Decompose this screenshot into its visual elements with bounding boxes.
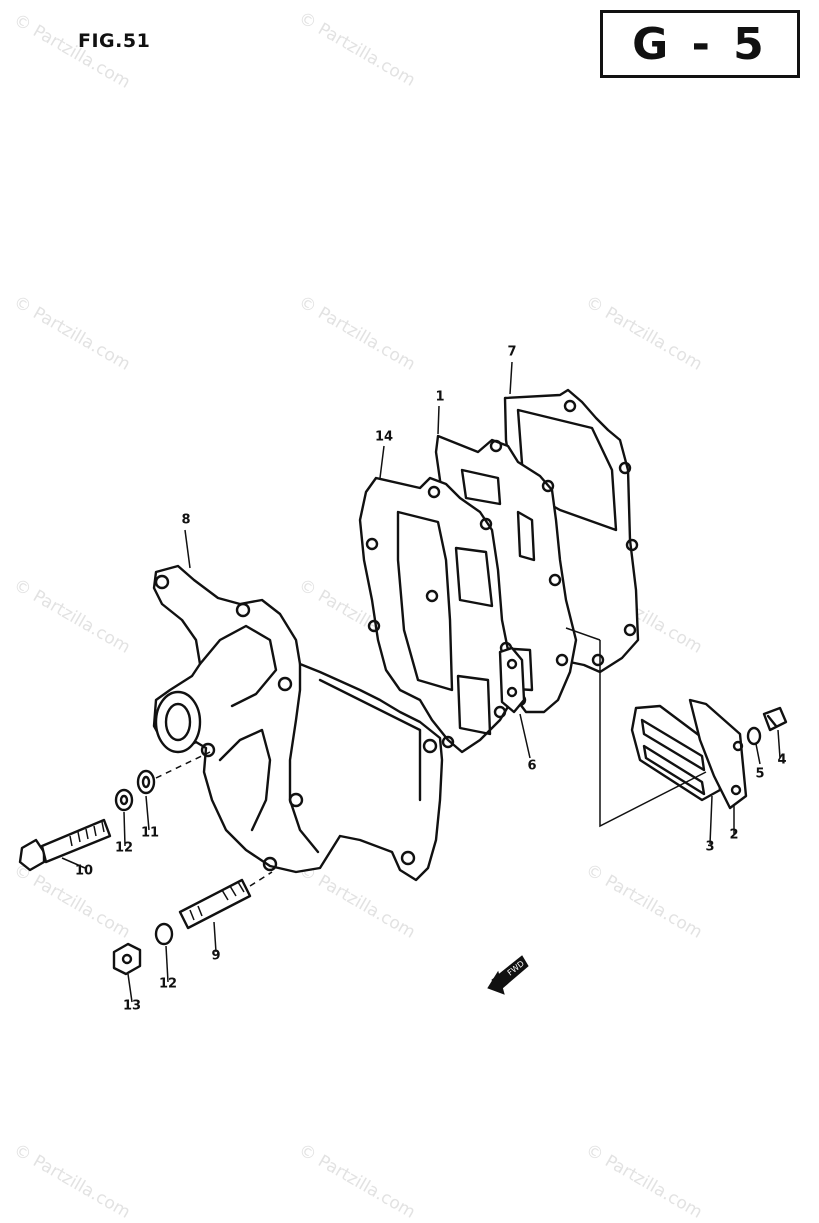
callout-8: 8	[181, 512, 191, 528]
stud-9	[178, 878, 252, 930]
stopper-6	[498, 646, 526, 714]
bolt-10	[18, 818, 112, 872]
intake-manifold-8	[152, 564, 444, 882]
figure-label: FIG.51	[78, 30, 151, 52]
callout-4: 4	[777, 752, 787, 768]
washer-5	[746, 726, 762, 746]
gasket-14	[358, 476, 514, 754]
callout-11: 11	[140, 825, 160, 841]
callout-3: 3	[705, 839, 715, 855]
callout-10: 10	[74, 863, 94, 879]
callout-5: 5	[755, 766, 765, 782]
callout-2: 2	[729, 827, 739, 843]
forward-direction-icon	[487, 955, 529, 995]
washer-12-lower	[154, 922, 174, 946]
washer-12-upper	[114, 788, 134, 812]
reed-stopper-2	[688, 698, 748, 810]
callout-1: 1	[435, 389, 445, 405]
callout-12-lower: 12	[158, 976, 178, 992]
callout-7: 7	[507, 344, 517, 360]
callout-9: 9	[211, 948, 221, 964]
callout-6: 6	[527, 758, 537, 774]
callout-14: 14	[374, 429, 394, 445]
nut-13	[112, 942, 142, 976]
section-code-box: G - 5	[600, 10, 800, 78]
callout-13: 13	[122, 998, 142, 1014]
lock-washer-11	[136, 769, 156, 795]
alignment-line	[599, 640, 707, 828]
callout-12-upper: 12	[114, 840, 134, 856]
alignment-line	[565, 627, 601, 641]
alignment-line	[249, 871, 273, 887]
alignment-line	[155, 751, 211, 779]
leader-lines	[61, 361, 781, 1003]
screw-4	[762, 706, 788, 732]
